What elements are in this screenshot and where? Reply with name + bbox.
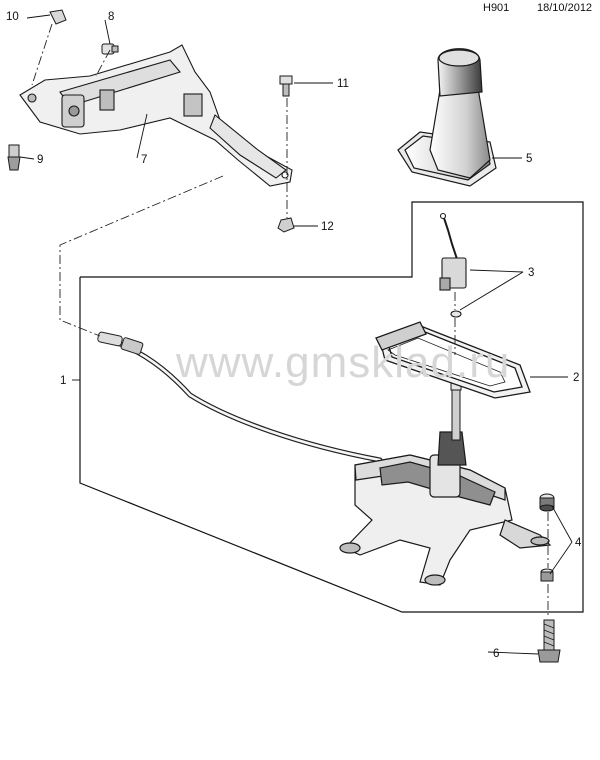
shift-cable <box>97 331 383 463</box>
diagram-code: H901 <box>483 2 510 14</box>
bolt-part-11 <box>279 75 293 97</box>
bolt-part-8 <box>101 43 119 55</box>
boot-seal-ring <box>375 321 531 399</box>
assembly-outline <box>79 201 584 613</box>
shifter-housing <box>339 431 552 586</box>
callout-5: 5 <box>526 153 532 165</box>
nut-part-12 <box>277 217 295 233</box>
clip-part-10 <box>49 9 67 25</box>
gear-knob-and-boot <box>397 48 497 187</box>
callout-10: 10 <box>6 11 19 23</box>
callout-3: 3 <box>528 267 534 279</box>
callout-4: 4 <box>575 537 582 549</box>
callout-12: 12 <box>321 221 334 233</box>
bolt-part-6 <box>537 619 561 663</box>
callout-7: 7 <box>141 154 147 166</box>
callout-6: 6 <box>493 648 499 660</box>
diagram-date: 18/10/2012 <box>537 2 593 14</box>
lever-top-piece <box>439 212 467 318</box>
callout-2: 2 <box>573 372 579 384</box>
bolt-part-9 <box>7 144 21 171</box>
callout-8: 8 <box>108 11 114 23</box>
leader-lines <box>19 14 573 655</box>
callout-11: 11 <box>337 78 349 90</box>
selector-bracket <box>19 44 293 187</box>
callout-labels: 1 2 3 4 5 6 7 8 9 10 11 12 <box>6 11 582 660</box>
callout-1: 1 <box>60 375 66 387</box>
assembly-lines <box>31 23 549 618</box>
callout-9: 9 <box>37 154 43 166</box>
